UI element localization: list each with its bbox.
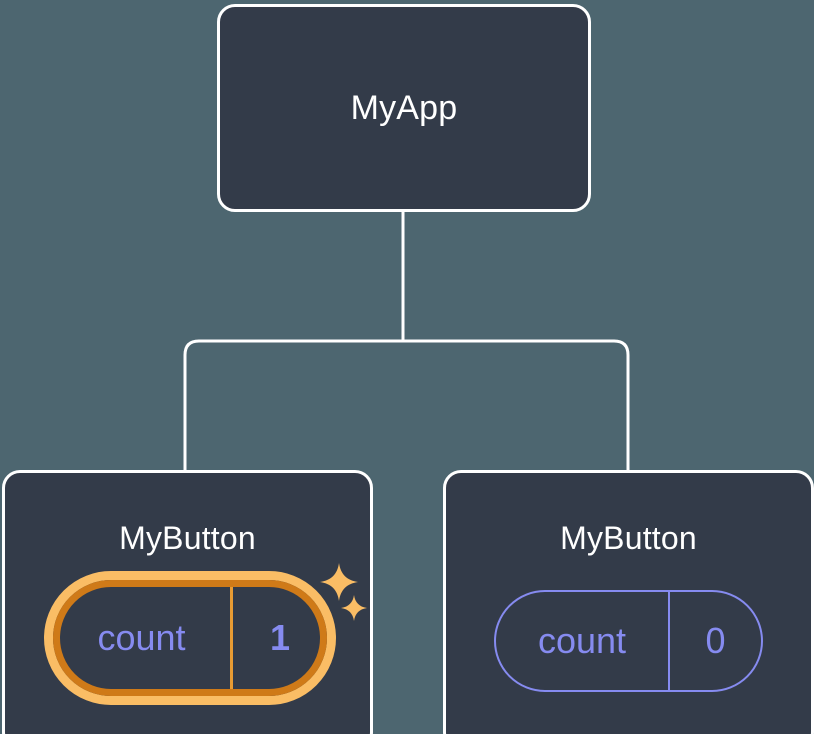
node-mybutton-left-label: MyButton xyxy=(119,520,256,556)
node-myapp-label: MyApp xyxy=(350,88,458,127)
state-pill-count-highlighted[interactable]: count 1 xyxy=(44,571,336,705)
node-mybutton-right-label: MyButton xyxy=(560,520,697,556)
state-pill-left-wrap: count 1 xyxy=(44,571,336,705)
state-pill-left-value: 1 xyxy=(269,617,291,658)
state-pill-count-plain[interactable]: count 0 xyxy=(494,590,763,692)
state-pill-right-name: count xyxy=(496,592,670,690)
state-pill-right-wrap: count 0 xyxy=(494,590,763,692)
state-pill-left-name: count xyxy=(53,580,233,696)
connector-branch-bus xyxy=(183,339,630,470)
node-myapp[interactable]: MyApp xyxy=(217,4,591,212)
state-pill-right-value: 0 xyxy=(705,620,726,661)
